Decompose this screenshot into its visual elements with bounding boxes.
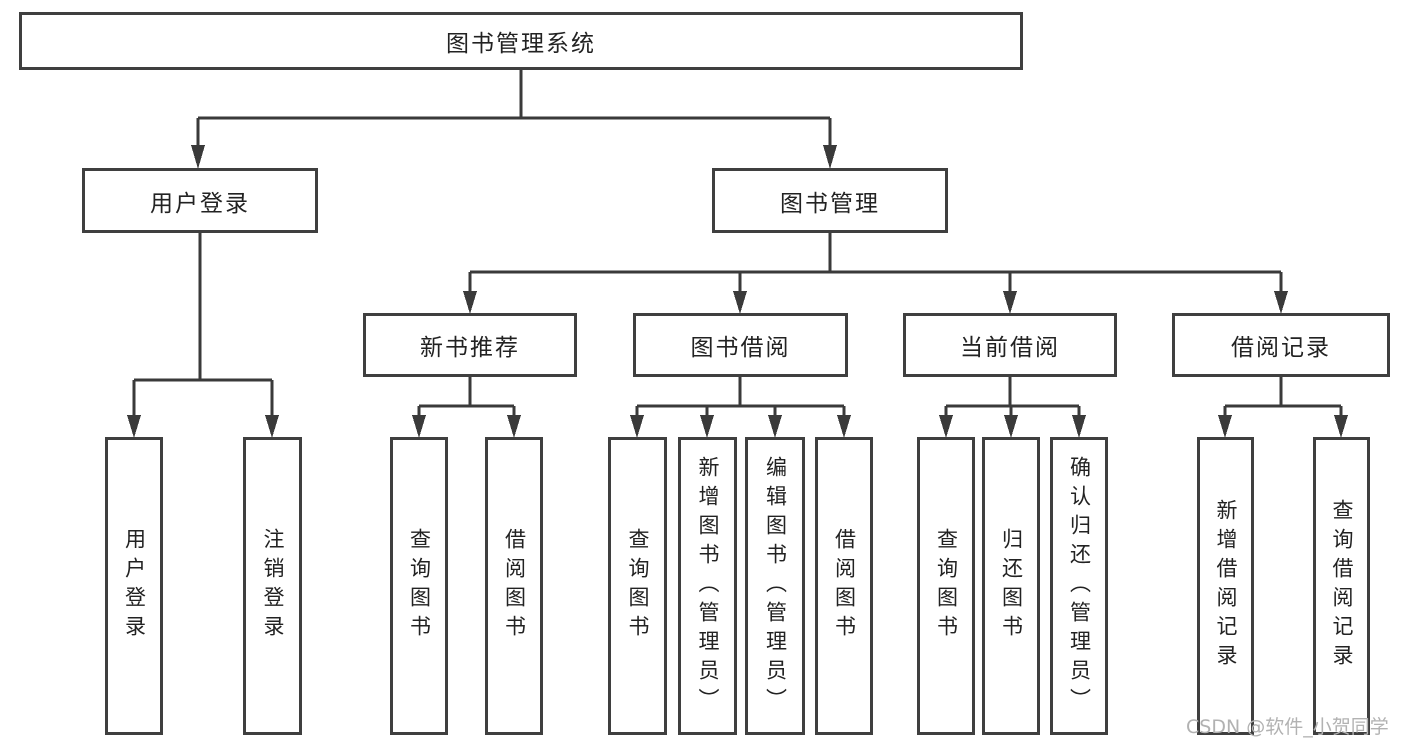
leaf-add-borrow-record: 新增借阅记录 bbox=[1197, 437, 1254, 735]
node-user-login-label: 用户登录 bbox=[150, 190, 250, 217]
node-root-label: 图书管理系统 bbox=[446, 31, 596, 57]
node-book-management-label: 图书管理 bbox=[780, 190, 880, 217]
leaf-logout-label: 注销登录 bbox=[261, 528, 285, 644]
node-root: 图书管理系统 bbox=[19, 12, 1023, 70]
leaf-add-book: 新增图书（管理员） bbox=[678, 437, 737, 735]
leaf-borrow-book-1-label: 借阅图书 bbox=[502, 528, 527, 644]
leaf-query-borrow-record-label: 查询借阅记录 bbox=[1330, 499, 1354, 673]
leaf-confirm-return-label: 确认归还（管理员） bbox=[1067, 455, 1092, 717]
leaf-query-book-1: 查询图书 bbox=[390, 437, 448, 735]
leaf-query-book-2: 查询图书 bbox=[608, 437, 667, 735]
leaf-add-borrow-record-label: 新增借阅记录 bbox=[1214, 499, 1238, 673]
node-borrow-record-label: 借阅记录 bbox=[1231, 335, 1331, 361]
leaf-confirm-return: 确认归还（管理员） bbox=[1050, 437, 1108, 735]
leaf-query-book-3: 查询图书 bbox=[917, 437, 975, 735]
node-book-management: 图书管理 bbox=[712, 168, 948, 233]
watermark-text: CSDN @软件_小贺同学 bbox=[1186, 716, 1389, 738]
leaf-edit-book: 编辑图书（管理员） bbox=[745, 437, 805, 735]
arrowheads bbox=[127, 145, 1348, 438]
leaf-add-book-label: 新增图书（管理员） bbox=[696, 455, 720, 717]
leaf-borrow-book-1: 借阅图书 bbox=[485, 437, 543, 735]
leaf-logout: 注销登录 bbox=[243, 437, 302, 735]
node-book-borrow: 图书借阅 bbox=[633, 313, 848, 377]
leaf-edit-book-label: 编辑图书（管理员） bbox=[763, 455, 788, 717]
node-new-book-recommend: 新书推荐 bbox=[363, 313, 577, 377]
leaf-borrow-book-2: 借阅图书 bbox=[815, 437, 873, 735]
leaf-user-login: 用户登录 bbox=[105, 437, 163, 735]
leaf-query-book-3-label: 查询图书 bbox=[934, 528, 959, 644]
node-borrow-record: 借阅记录 bbox=[1172, 313, 1390, 377]
leaf-user-login-label: 用户登录 bbox=[122, 528, 147, 644]
node-current-borrow-label: 当前借阅 bbox=[960, 335, 1060, 361]
node-new-book-recommend-label: 新书推荐 bbox=[420, 335, 520, 361]
leaf-query-book-2-label: 查询图书 bbox=[626, 528, 650, 644]
node-book-borrow-label: 图书借阅 bbox=[690, 335, 791, 361]
leaf-query-book-1-label: 查询图书 bbox=[407, 528, 432, 644]
leaf-borrow-book-2-label: 借阅图书 bbox=[832, 528, 857, 644]
leaf-query-borrow-record: 查询借阅记录 bbox=[1313, 437, 1370, 735]
node-user-login: 用户登录 bbox=[82, 168, 318, 233]
node-current-borrow: 当前借阅 bbox=[903, 313, 1117, 377]
leaf-return-book: 归还图书 bbox=[982, 437, 1040, 735]
leaf-return-book-label: 归还图书 bbox=[999, 528, 1024, 644]
